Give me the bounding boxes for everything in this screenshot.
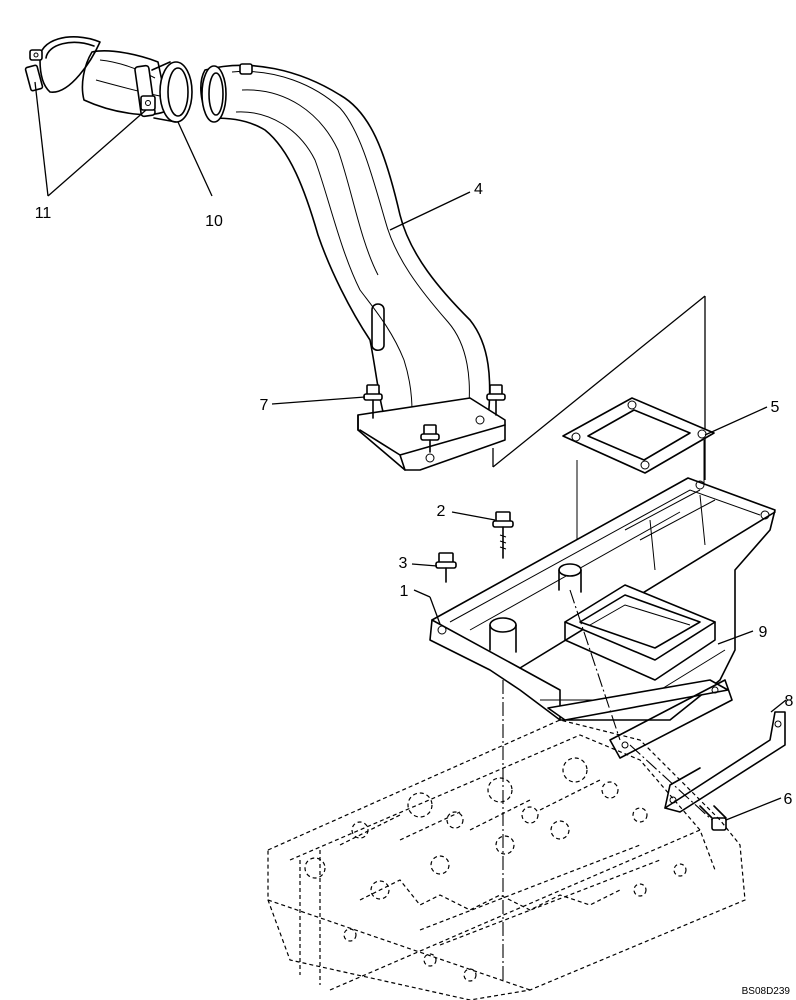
bracket-plate [664,711,786,813]
callout-1: 1 [400,583,409,600]
manifold-bolt [435,511,514,583]
callout-5: 5 [771,399,780,416]
callout-9: 9 [759,624,768,641]
flange-bolt [363,384,506,453]
callout-10: 10 [205,213,223,230]
callout-labels: 11 10 4 7 5 2 3 1 9 8 6 [35,181,794,808]
callout-4: 4 [474,181,483,198]
drawing-reference-code: BS08D239 [742,986,791,997]
assembly-centerlines [502,589,713,980]
hose-sleeve [151,61,193,123]
callout-11: 11 [35,205,52,222]
leader-lines [34,81,787,821]
callout-2: 2 [437,503,446,520]
intake-manifold [429,477,776,721]
intake-pipe [200,63,491,453]
callout-3: 3 [399,555,408,572]
callout-8: 8 [785,693,794,710]
manifold-gasket [547,679,733,759]
gasket [562,397,715,474]
callout-6: 6 [784,791,793,808]
hose-clamp [24,36,101,93]
plate-bolt [699,805,727,831]
callout-7: 7 [260,397,269,414]
short-hose [81,50,169,118]
cylinder-head [267,719,746,1000]
